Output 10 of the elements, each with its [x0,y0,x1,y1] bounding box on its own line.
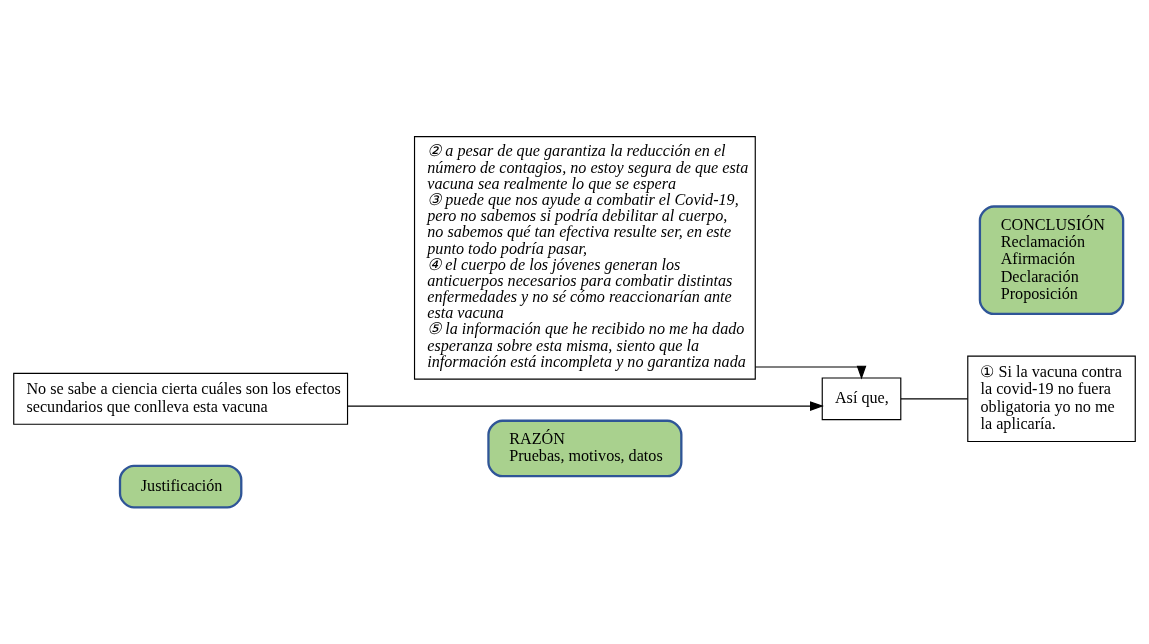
node-box: CONCLUSIÓN Reclamación Afirmación Declaración Proposición [978,205,1125,316]
node-box: Así que, [821,377,902,421]
arrow [347,401,824,411]
node-box: RAZÓN Pruebas, motivos, datos [487,419,683,478]
node-box: ① Si la vacuna contra la covid-19 no fuera obligatoria yo no me la aplicaría. [967,355,1136,443]
node-box: No se sabe a ciencia cierta cuáles son los efectos secundarios que conlleva esta vacuna [13,372,349,425]
node-box: ② a pesar de que garantiza la reducción en el número de contagios, no estoy segura de que esta vacuna sea realmente lo que se espera ③ puede que nos ayude a combatir el Covid-19, pero no sabemos si podría debilitar al cuerpo, no sabemos qué tan efectiva resulte ser, en este punto todo podría pasar, ④ el cuerpo de los jóvenes generan los anticuerpos necesarios para combatir distintas enfermedades y no sé cómo reaccionarían ante esta vacuna ⑤ la información que he recibido no me ha dado esperanza sobre esta misma, siento que la información está incompleta y no garantiza nada [413,136,756,380]
arrow [754,365,867,380]
node-box: Justificación [118,464,243,509]
connector [900,398,969,400]
